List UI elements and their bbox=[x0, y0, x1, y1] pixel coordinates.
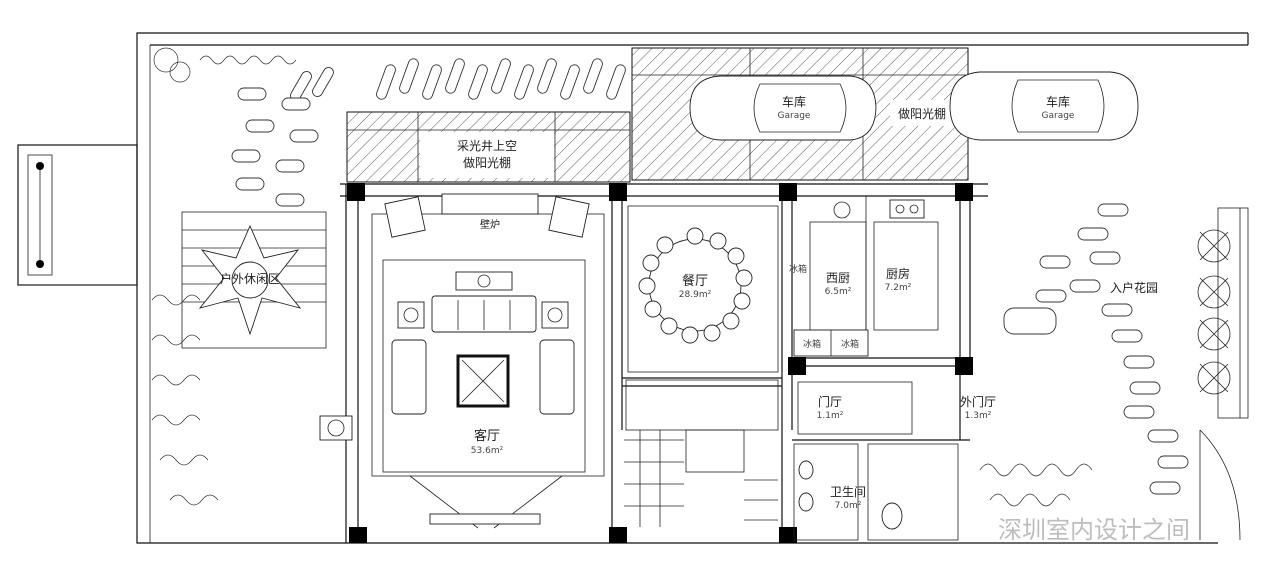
fireplace-label: 壁炉 bbox=[480, 218, 500, 231]
stepping-stones-top bbox=[231, 58, 626, 207]
terrace: 户外休闲区 bbox=[181, 211, 353, 441]
structural-columns bbox=[347, 183, 973, 543]
cabinet-b-label: 冰箱 bbox=[841, 338, 859, 350]
outer-foyer-label: 外门厅 bbox=[960, 394, 996, 409]
kitchens: 冰箱 冰箱 冰箱 西厨 6.5m² 厨房 7.2m² bbox=[789, 196, 939, 357]
living-room-area: 53.6m² bbox=[471, 446, 504, 456]
garage-outer-label: 车库 bbox=[1046, 94, 1070, 109]
outer-boundary bbox=[136, 32, 1249, 544]
kitchen-label: 厨房 bbox=[886, 266, 910, 281]
western-kitchen-area: 6.5m² bbox=[825, 287, 852, 297]
bathroom-area: 7.0m² bbox=[835, 501, 862, 511]
living-room: 壁炉 客厅 53.6m² bbox=[371, 193, 605, 529]
car-inner: 车库 Garage bbox=[689, 75, 877, 141]
dining-room: 餐厅 28.9m² bbox=[627, 205, 779, 373]
sunroom-label: 做阳光棚 bbox=[898, 106, 946, 121]
bathroom-label: 卫生间 bbox=[830, 485, 866, 499]
dining-room-label: 餐厅 bbox=[682, 273, 708, 289]
fridge-label: 冰箱 bbox=[789, 263, 807, 275]
garage-inner-sub: Garage bbox=[778, 111, 811, 121]
garage-outer-sub: Garage bbox=[1042, 111, 1075, 121]
living-room-label: 客厅 bbox=[474, 428, 500, 444]
watermark: 深圳室内设计之间 bbox=[998, 516, 1190, 544]
skylight-band: 采光井上空 做阳光棚 bbox=[346, 111, 631, 183]
garage-hatched-area: 做阳光棚 bbox=[631, 47, 969, 181]
garden-label: 入户花园 bbox=[1110, 280, 1158, 295]
foyer-area-value: 1.1m² bbox=[817, 411, 844, 421]
cabinet-a-label: 冰箱 bbox=[803, 338, 821, 350]
planting bbox=[151, 47, 1093, 507]
foyer-area: 门厅 1.1m² 外门厅 1.3m² 卫生间 7.0m² bbox=[624, 379, 996, 541]
skylight-label-2: 做阳光棚 bbox=[463, 155, 511, 170]
dining-room-area: 28.9m² bbox=[679, 290, 712, 300]
western-kitchen-label: 西厨 bbox=[826, 271, 850, 285]
entrance-pier bbox=[17, 144, 138, 286]
kitchen-area: 7.2m² bbox=[885, 283, 912, 293]
car-outer: 车库 Garage bbox=[949, 71, 1139, 141]
house-walls bbox=[340, 183, 988, 543]
skylight-label-1: 采光井上空 bbox=[457, 139, 517, 153]
terrace-label: 户外休闲区 bbox=[220, 271, 280, 286]
right-garden: 入户花园 bbox=[1003, 203, 1249, 541]
foyer-label: 门厅 bbox=[818, 394, 842, 409]
garage-inner-label: 车库 bbox=[782, 94, 806, 109]
outer-foyer-area: 1.3m² bbox=[965, 411, 992, 421]
